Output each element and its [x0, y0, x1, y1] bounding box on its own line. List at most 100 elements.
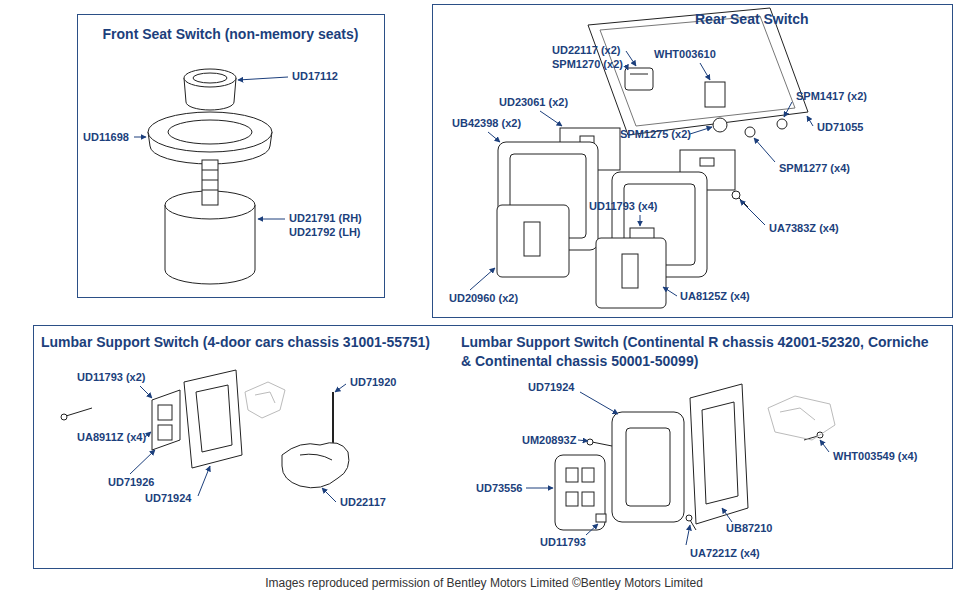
mounting-bracket	[690, 384, 748, 524]
seat-mechanism	[255, 392, 275, 403]
leader-line	[626, 51, 636, 66]
panel-box: Front Seat Switch (non-memory seats)	[77, 14, 385, 298]
lumbar-bezel	[612, 412, 684, 522]
leader-line	[663, 287, 677, 296]
switch-shaft	[202, 170, 218, 171]
lumbar-knob	[282, 392, 349, 488]
leader-line	[690, 127, 712, 134]
lumbar-cover	[555, 455, 605, 530]
part-number: UD21792 (LH)	[289, 226, 361, 239]
screw	[66, 408, 92, 416]
leader-line	[686, 525, 690, 545]
switch-shaft	[202, 190, 218, 191]
switch-cover	[497, 205, 569, 277]
part-number: UA8125Z (x4)	[680, 290, 750, 303]
lumbar-cover	[582, 492, 594, 506]
part-number: UM20893Z	[522, 434, 576, 447]
leader-line	[322, 488, 336, 502]
leader-line	[238, 77, 288, 80]
lumbar-bezel	[626, 428, 670, 506]
switch-shaft	[202, 160, 218, 205]
rocker-connector	[713, 118, 727, 132]
leader-line	[540, 111, 562, 126]
switch-shaft	[202, 180, 218, 181]
panel-box: Lumbar Support Switch (4-door cars chass…	[33, 325, 453, 569]
lumbar-switch	[158, 425, 172, 440]
bezel-ring	[168, 120, 252, 144]
screw	[596, 514, 606, 522]
screw	[61, 414, 67, 420]
seat-mechanism	[768, 396, 835, 440]
leader-line	[586, 524, 598, 535]
lumbar-bezel	[184, 370, 242, 468]
lumbar-bezel	[184, 370, 242, 468]
part-number: UD11698	[83, 131, 129, 144]
panel-title: Rear Seat Switch	[695, 10, 945, 29]
part-number: SPM1277 (x4)	[779, 162, 850, 175]
seat-mechanism	[245, 382, 285, 418]
lumbar-cover	[582, 468, 594, 482]
seat-mechanism	[768, 396, 835, 440]
part-number: UD11793 (x2)	[77, 371, 146, 384]
switch-shaft	[202, 160, 218, 205]
leader-line	[580, 392, 618, 414]
rocker-connector	[705, 82, 725, 107]
leader-line	[130, 51, 829, 545]
screw	[61, 408, 92, 420]
part-number: UD21791 (RH)	[289, 212, 362, 225]
lumbar-knob	[282, 443, 349, 488]
copyright-caption: Images reproduced permission of Bentley …	[0, 576, 968, 591]
mounting-bracket	[702, 402, 738, 504]
leader-line	[700, 63, 710, 80]
bezel-ring	[148, 112, 272, 164]
part-number: UD20960 (x2)	[449, 292, 518, 305]
part-number: SPM1275 (x2)	[620, 128, 691, 141]
part-number: UD73556	[476, 482, 522, 495]
mounting-bracket	[690, 384, 748, 524]
leader-line	[130, 450, 155, 474]
part-number: UD22117	[340, 496, 386, 509]
leader-line	[470, 268, 495, 290]
lumbar-cover	[566, 468, 578, 482]
switch-cover	[524, 222, 540, 256]
part-number: UD11793 (x4)	[589, 200, 658, 213]
knob-cap	[184, 69, 236, 87]
screw	[690, 520, 696, 530]
part-number: UA7383Z (x4)	[769, 222, 839, 235]
leader-line	[807, 116, 813, 126]
mounting-plate	[588, 8, 808, 135]
part-number: UD11793	[540, 536, 586, 549]
knob-cap	[184, 69, 236, 110]
rocker-connector	[745, 127, 755, 137]
knob-cap	[193, 73, 227, 83]
part-number: UD71924	[528, 381, 574, 394]
rocker-connector	[630, 74, 648, 75]
panel-title: Front Seat Switch (non-memory seats)	[78, 25, 383, 44]
part-number: WHT003610	[654, 48, 716, 61]
leader-line	[526, 488, 553, 489]
leader-line	[784, 102, 792, 117]
leader-line	[134, 137, 146, 138]
lumbar-bezel	[196, 385, 232, 452]
part-number: UD22117 (x2)	[552, 44, 621, 57]
screw	[587, 439, 593, 445]
part-number: UD71926	[108, 476, 154, 489]
part-number: UA7221Z (x4)	[690, 547, 760, 560]
part-number: UD71920	[350, 376, 396, 389]
screw	[587, 432, 823, 530]
part-number: UD23061 (x2)	[499, 96, 568, 109]
leader-line	[722, 508, 732, 522]
switch-cover	[622, 254, 638, 288]
screw	[686, 515, 692, 521]
switch-cover	[497, 205, 666, 308]
part-number: UD71924	[145, 492, 191, 505]
part-number: UD71055	[817, 121, 863, 134]
leader-line	[258, 219, 285, 220]
lumbar-knob	[300, 454, 332, 460]
part-number: WHT003549 (x4)	[833, 450, 917, 463]
rocker-connector	[732, 191, 740, 199]
leader-line	[820, 440, 829, 452]
lumbar-knob	[332, 392, 334, 445]
seat-mechanism	[245, 382, 285, 418]
